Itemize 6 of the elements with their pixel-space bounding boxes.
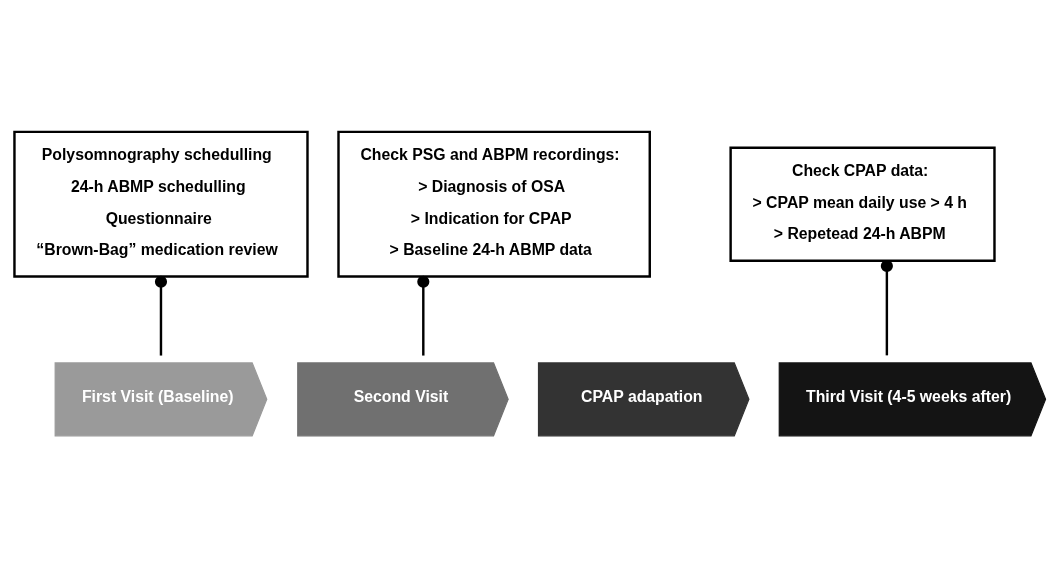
connector [154,275,168,356]
node-box: Check PSG and ABPM recordings: > Diagnosis of OSA > Indication for CPAP > Baseline 24-h ABMP data [337,130,651,278]
node-box: Polysomnography schedulling 24-h ABMP schedulling Questionnaire “Brown-Bag” medication review [13,130,309,278]
connector [880,259,893,356]
node-box: Check CPAP data: > CPAP mean daily use > 4 h > Repetead 24-h ABPM [729,146,996,262]
connector [417,275,430,356]
